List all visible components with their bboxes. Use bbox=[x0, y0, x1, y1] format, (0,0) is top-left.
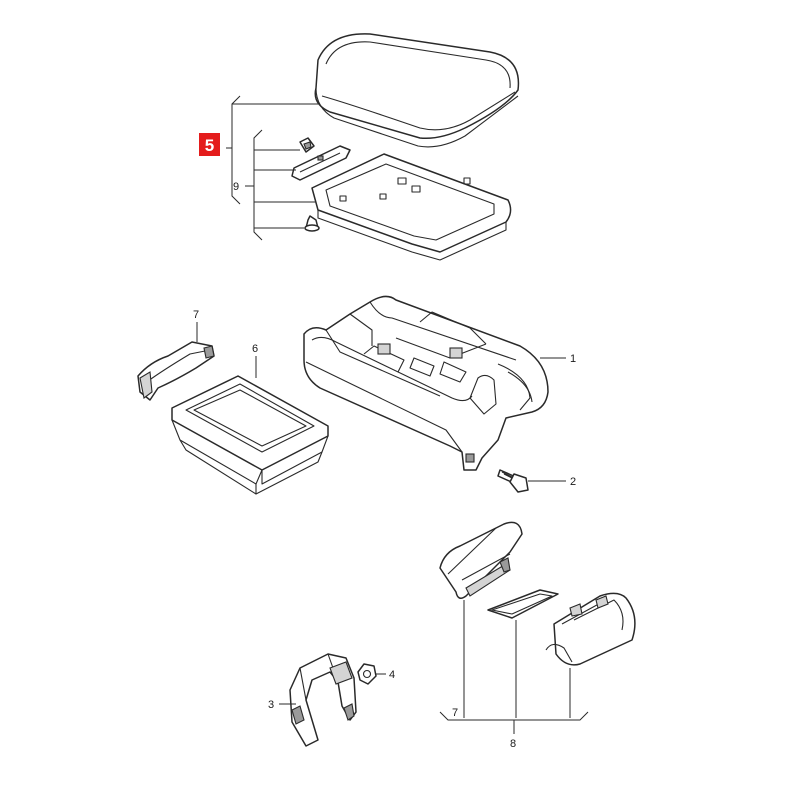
lid-leader-lines bbox=[226, 95, 318, 241]
callout-badge-5: 5 bbox=[199, 133, 220, 156]
badge-label: 5 bbox=[205, 136, 214, 155]
callout-6: 6 bbox=[252, 343, 258, 355]
callout-7-lower: 7 bbox=[452, 707, 458, 719]
small-clip bbox=[299, 137, 315, 153]
callout-2: 2 bbox=[570, 476, 576, 488]
lid-inner-frame bbox=[311, 153, 512, 261]
callout-8: 8 bbox=[510, 738, 516, 750]
armrest-lid bbox=[314, 33, 520, 148]
console-body bbox=[303, 295, 549, 471]
callout-7-upper: 7 bbox=[193, 309, 199, 321]
latch-clip bbox=[291, 145, 351, 181]
lid-plug bbox=[304, 215, 320, 232]
callout-1: 1 bbox=[570, 353, 576, 365]
trim-strip bbox=[137, 341, 215, 401]
callout-4: 4 bbox=[389, 669, 395, 681]
cover-half-left bbox=[439, 521, 523, 599]
cover-leader-lines bbox=[439, 600, 589, 734]
cover-half-right bbox=[545, 592, 636, 666]
cover-seal bbox=[487, 589, 559, 619]
bolt bbox=[497, 469, 529, 493]
bracket bbox=[289, 653, 357, 747]
storage-tray bbox=[171, 375, 329, 495]
callout-3: 3 bbox=[268, 699, 274, 711]
callout-9: 9 bbox=[233, 181, 239, 193]
nut bbox=[357, 663, 377, 685]
